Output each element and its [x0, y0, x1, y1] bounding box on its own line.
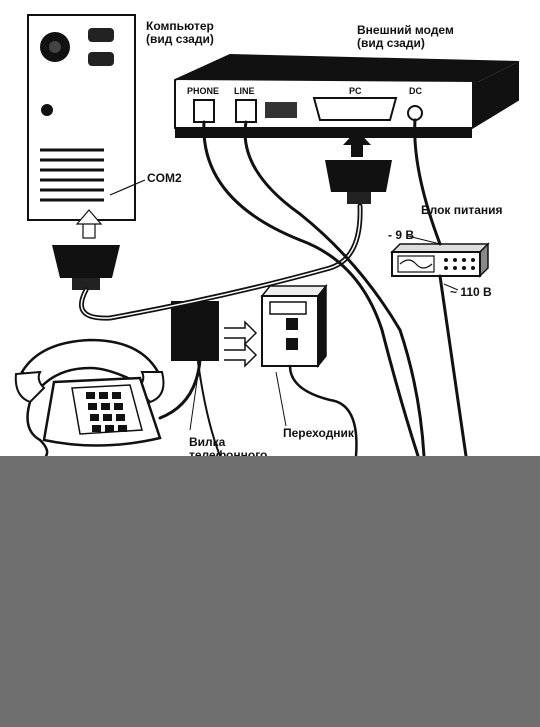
- modem-body: [174, 53, 519, 138]
- keypad: [86, 392, 127, 432]
- cables: [26, 118, 468, 458]
- computer-view-note: (вид сзади): [146, 32, 214, 46]
- telephone-set: [14, 338, 165, 447]
- voltage-ac-pointer: [443, 283, 459, 291]
- voltage-ac-label: ~ 110 В: [450, 285, 492, 299]
- pc-arrow: [343, 130, 371, 157]
- com-arrow: [75, 209, 103, 239]
- port-label-line: LINE: [234, 86, 255, 96]
- adapter-label: Переходник: [283, 426, 354, 440]
- com-cable-connector: [52, 245, 120, 290]
- expansion-slots: [40, 148, 104, 202]
- plug-pointer: [189, 373, 199, 431]
- computer-title: Компьютер: [146, 19, 214, 33]
- plug-arrows: [224, 320, 258, 368]
- adapter-pointer: [275, 371, 287, 427]
- port-label-phone: PHONE: [187, 86, 220, 96]
- com2-pointer: [109, 179, 146, 196]
- adapter-unit: [260, 283, 328, 369]
- phone-plug-line1: Вилка: [189, 435, 226, 449]
- modem-title: Внешний модем: [357, 23, 454, 37]
- phone-plug: [171, 267, 219, 361]
- computer-rear-panel: [27, 14, 136, 221]
- gray-cover-band: [0, 456, 540, 727]
- voltage-dc-label: - 9 В: [388, 228, 415, 242]
- power-supply-unit: [390, 242, 490, 278]
- pc-cable-connector: [325, 160, 392, 204]
- port-label-pc: PC: [349, 86, 362, 96]
- modem-label: Внешний модем (вид сзади): [357, 24, 454, 50]
- modem-view-note: (вид сзади): [357, 36, 425, 50]
- computer-label: Компьютер (вид сзади): [146, 20, 214, 46]
- voltage-dc-pointer: [407, 235, 441, 245]
- power-supply-label: Блок питания: [421, 203, 503, 217]
- port-label-dc: DC: [409, 86, 422, 96]
- com2-label: COM2: [147, 171, 182, 185]
